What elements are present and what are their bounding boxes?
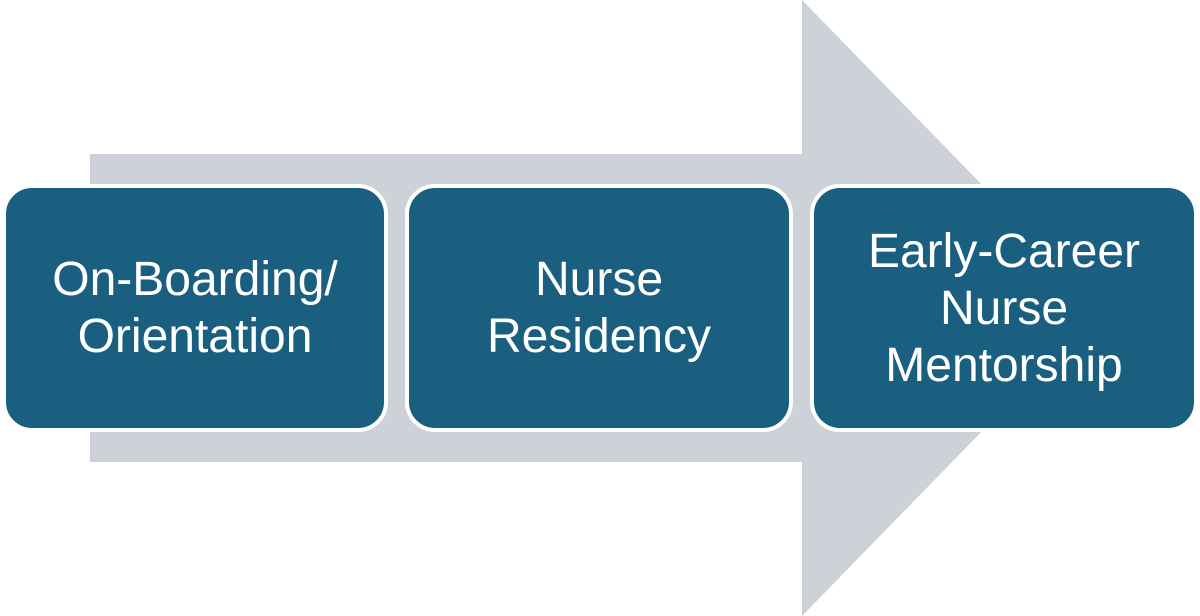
stage-onboarding-label: On-Boarding/ Orientation [52,253,338,363]
stage-residency-box: Nurse Residency [405,184,793,432]
stage-mentorship-label: Early-Career Nurse Mentorship [867,224,1141,392]
stage-residency-label: Nurse Residency [486,253,712,363]
stage-onboarding-box: On-Boarding/ Orientation [2,184,388,432]
stage-mentorship-box: Early-Career Nurse Mentorship [810,184,1198,432]
